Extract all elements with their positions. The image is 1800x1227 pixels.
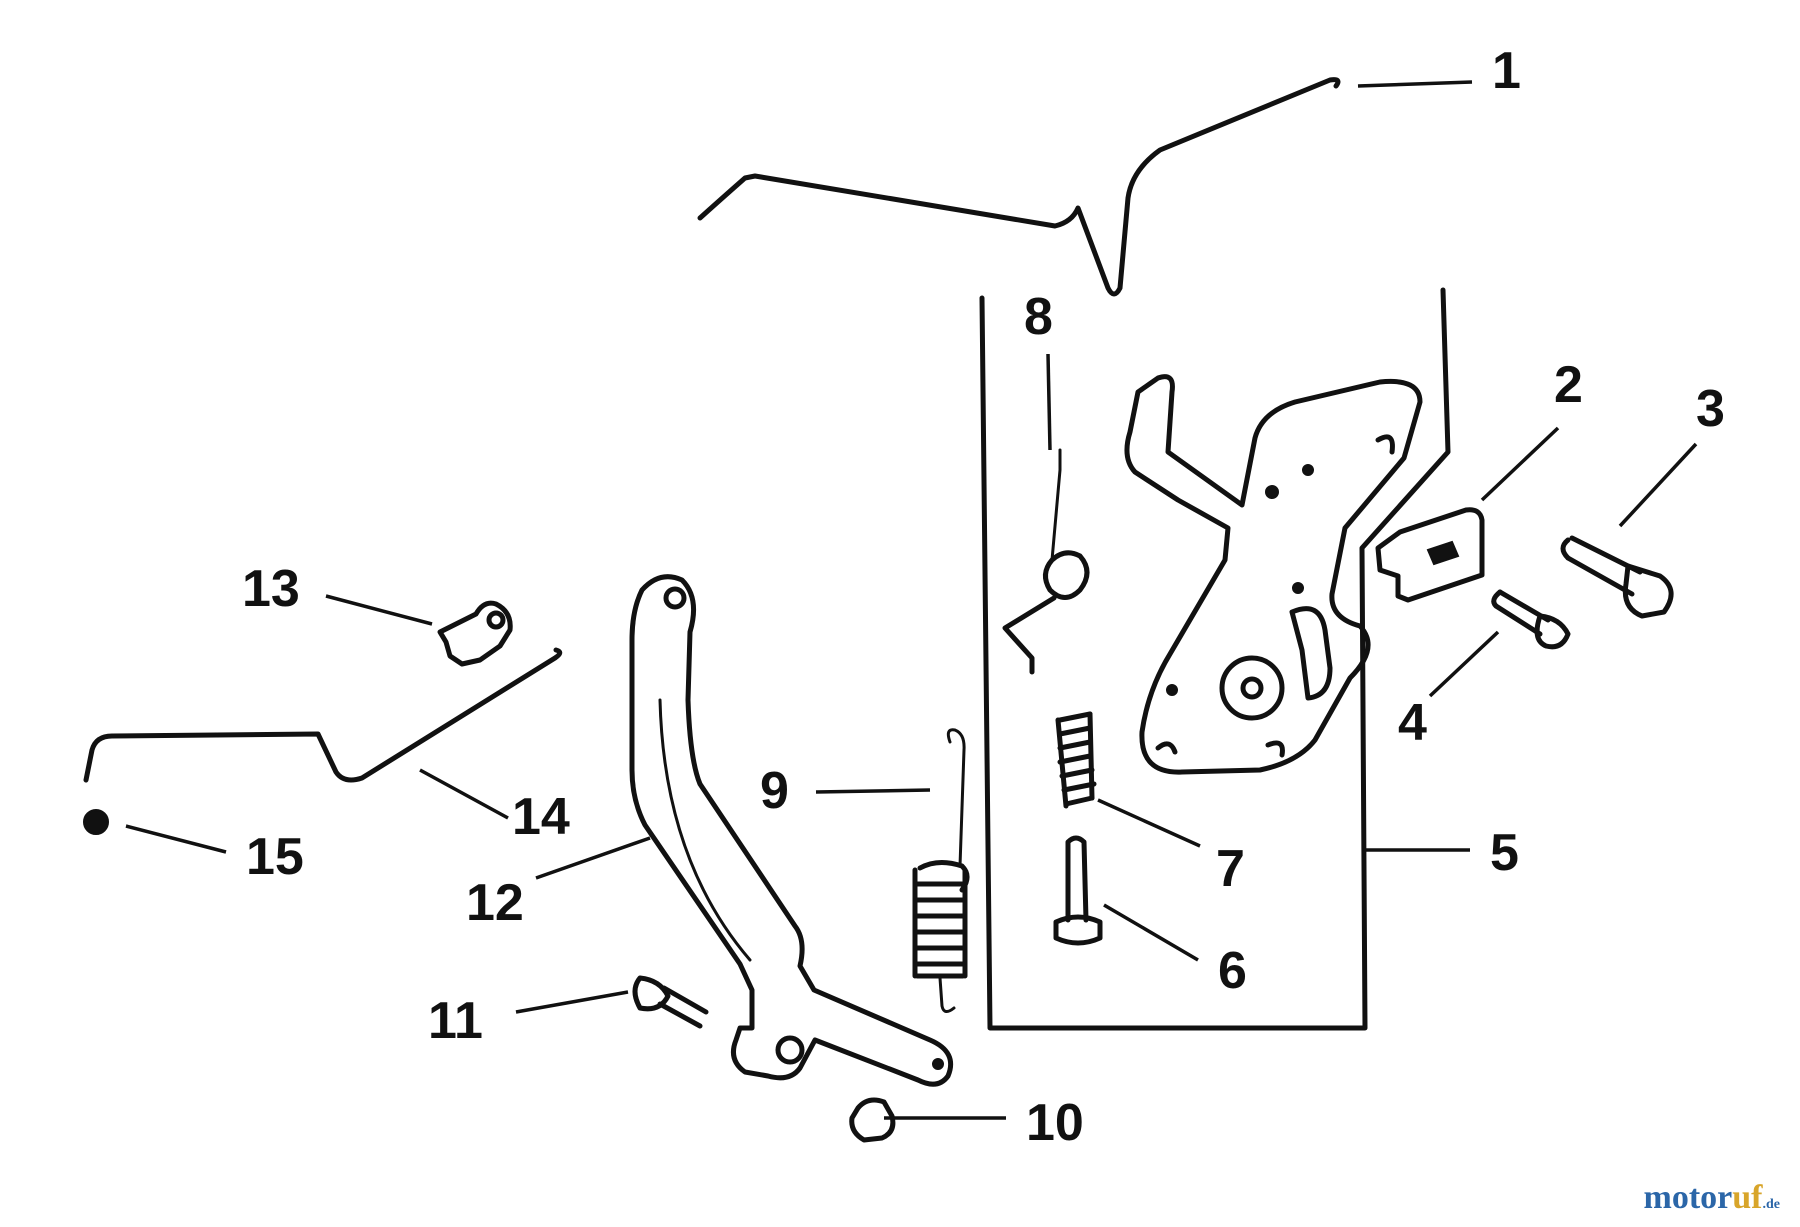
part-5-bracket-outline: [979, 287, 1451, 1031]
part-12-lever[interactable]: [629, 574, 954, 1087]
callout-15: 15: [246, 828, 304, 886]
callout-10: 10: [1026, 1094, 1084, 1152]
callout-4: 4: [1398, 694, 1427, 752]
callout-5: 5: [1490, 824, 1519, 882]
callout-7: 7: [1216, 840, 1245, 898]
part-8-spring[interactable]: [1002, 448, 1090, 675]
callout-2: 2: [1554, 356, 1583, 414]
part-7-spring[interactable]: [1055, 711, 1097, 809]
callout-13: 13: [242, 560, 300, 618]
watermark-logo: motoruf.de: [1643, 1179, 1780, 1216]
callout-12: 12: [466, 874, 524, 932]
part-3-bolt[interactable]: [1560, 535, 1674, 619]
callout-8: 8: [1024, 288, 1053, 346]
callout-3: 3: [1696, 380, 1725, 438]
callout-1: 1: [1492, 42, 1521, 100]
control-plate[interactable]: [1124, 374, 1423, 775]
part-6-screw[interactable]: [1053, 835, 1103, 946]
callout-14: 14: [512, 788, 570, 846]
part-9-spring[interactable]: [912, 728, 970, 1013]
part-2-clip[interactable]: [1375, 507, 1485, 603]
part-15-plug[interactable]: [83, 809, 109, 835]
callout-6: 6: [1218, 942, 1247, 1000]
part-14-rod[interactable]: [83, 647, 563, 783]
part-10-nut[interactable]: [849, 1097, 896, 1143]
part-1-rod[interactable]: [697, 77, 1341, 297]
part-11-pin[interactable]: [632, 975, 709, 1029]
callout-11: 11: [428, 992, 483, 1050]
part-4-screw[interactable]: [1491, 589, 1571, 650]
callout-9: 9: [760, 762, 789, 820]
callout-labels: 1 2 3 4 5 6 7 8 9 10 11 12 13 14 15: [242, 42, 1725, 1152]
part-13-clamp[interactable]: [437, 600, 513, 667]
leader-lines: [125, 80, 1698, 1120]
